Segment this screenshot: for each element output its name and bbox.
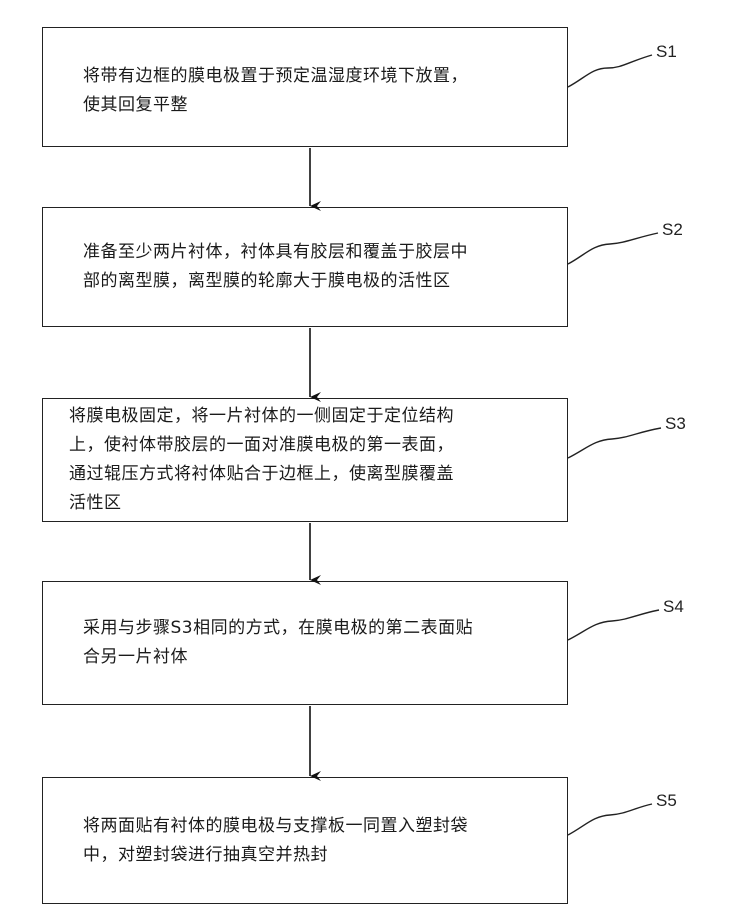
step-box-s1: 将带有边框的膜电极置于预定温湿度环境下放置， 使其回复平整 [42,27,568,147]
leader-line-s3 [568,428,661,458]
step-label-s4: S4 [663,597,684,617]
step-text-s5: 将两面贴有衬体的膜电极与支撑板一同置入塑封袋 中，对塑封袋进行抽真空并热封 [83,812,545,870]
step-text-s2: 准备至少两片衬体，衬体具有胶层和覆盖于胶层中 部的离型膜，离型膜的轮廓大于膜电极… [83,238,545,296]
leader-line-s2 [568,233,658,264]
leader-line-s1 [568,55,652,87]
leader-line-s5 [568,804,652,835]
step-text-s1: 将带有边框的膜电极置于预定温湿度环境下放置， 使其回复平整 [83,62,545,120]
step-label-s5: S5 [656,791,677,811]
step-label-s1: S1 [656,42,677,62]
step-box-s5: 将两面贴有衬体的膜电极与支撑板一同置入塑封袋 中，对塑封袋进行抽真空并热封 [42,777,568,904]
step-box-s2: 准备至少两片衬体，衬体具有胶层和覆盖于胶层中 部的离型膜，离型膜的轮廓大于膜电极… [42,207,568,327]
step-label-s2: S2 [662,220,683,240]
step-box-s4: 采用与步骤S3相同的方式，在膜电极的第二表面贴 合另一片衬体 [42,581,568,705]
step-text-s4: 采用与步骤S3相同的方式，在膜电极的第二表面贴 合另一片衬体 [83,614,545,672]
step-label-s3: S3 [665,414,686,434]
step-text-s3: 将膜电极固定，将一片衬体的一侧固定于定位结构 上，使衬体带胶层的一面对准膜电极的… [69,402,545,518]
leader-line-s4 [568,610,659,640]
step-box-s3: 将膜电极固定，将一片衬体的一侧固定于定位结构 上，使衬体带胶层的一面对准膜电极的… [42,398,568,522]
